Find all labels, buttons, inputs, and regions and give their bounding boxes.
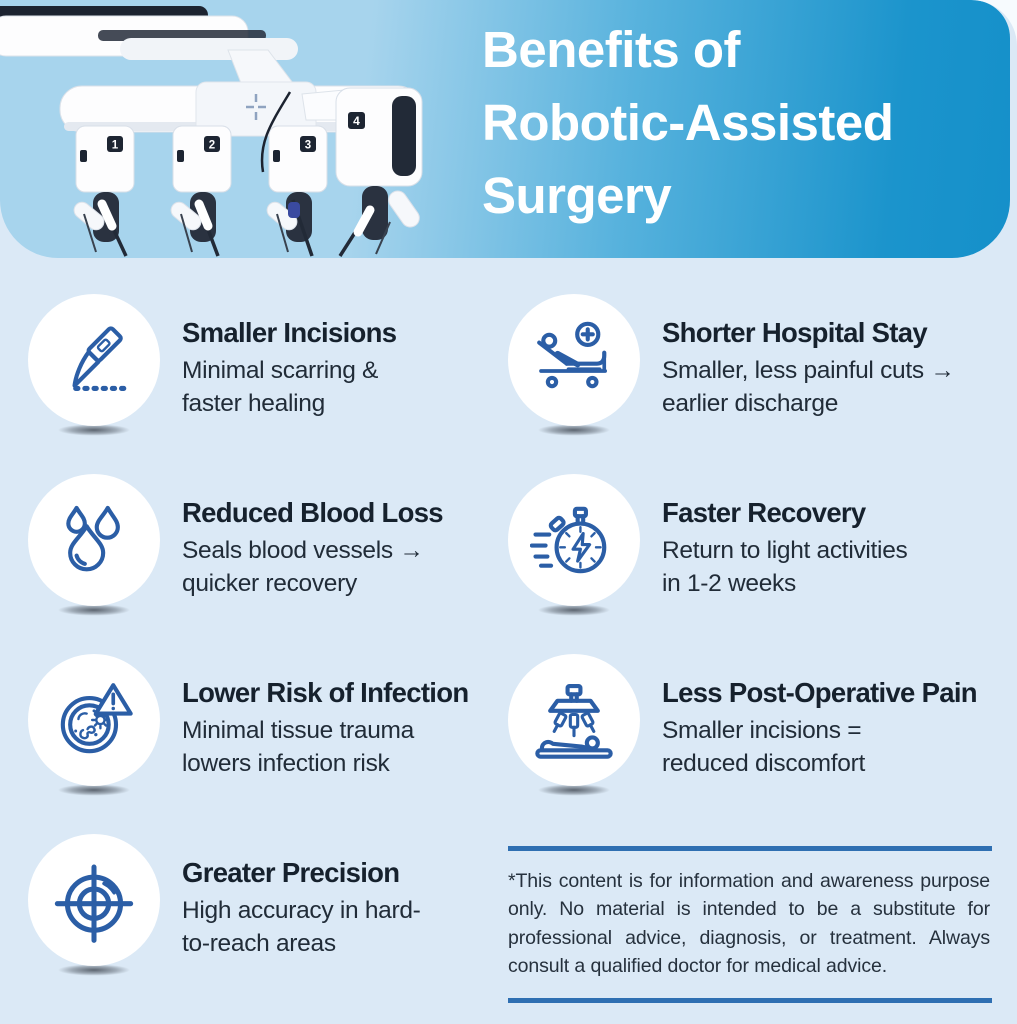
benefit-icon-circle <box>508 294 640 426</box>
benefit-icon-wrap <box>28 654 160 804</box>
benefit-item-less-post-operative-pain: Less Post-Operative Pain Smaller incisio… <box>508 654 989 834</box>
icon-shadow <box>44 782 144 798</box>
page-title: Benefits of Robotic-Assisted Surgery <box>482 21 894 224</box>
target-icon <box>54 864 134 943</box>
benefit-item-faster-recovery: Faster Recovery Return to light activiti… <box>508 474 989 654</box>
benefit-description: Minimal scarring & faster healing <box>182 357 379 417</box>
benefit-icon-wrap <box>28 834 160 984</box>
stopwatch-icon <box>530 506 607 574</box>
icon-shadow <box>44 602 144 618</box>
benefit-title: Lower Risk of Infection <box>182 677 469 708</box>
benefit-description: Return to light activities in 1-2 weeks <box>662 537 908 597</box>
benefit-description: Smaller incisions = reduced discomfort <box>662 717 865 777</box>
icon-shadow <box>524 602 624 618</box>
benefit-item-greater-precision: Greater Precision High accuracy in hard-… <box>28 834 508 1014</box>
benefit-description: Smaller, less painful cuts → earlier dis… <box>662 357 955 417</box>
benefit-description: High accuracy in hard- to-reach areas <box>182 897 421 957</box>
benefits-grid: Smaller Incisions Minimal scarring & fas… <box>0 258 1017 1014</box>
disclaimer-note: *This content is for information and awa… <box>508 846 992 1004</box>
benefit-title: Faster Recovery <box>662 497 866 528</box>
benefit-item-lower-risk-of-infection: Lower Risk of Infection Minimal tissue t… <box>28 654 508 834</box>
scalpel-icon <box>72 326 130 391</box>
icon-shadow <box>524 782 624 798</box>
benefit-title: Less Post-Operative Pain <box>662 677 978 708</box>
surgical-robot-image: 4 1 2 3 <box>0 6 423 257</box>
benefit-icon-circle <box>508 654 640 786</box>
benefit-icon-wrap <box>508 294 640 444</box>
petri-dish-icon <box>60 683 133 754</box>
benefit-icon-circle <box>28 294 160 426</box>
arm-number-1: 1 <box>112 140 119 152</box>
icon-shadow <box>524 422 624 438</box>
benefit-icon-circle <box>28 834 160 966</box>
icon-shadow <box>44 962 144 978</box>
benefit-icon-circle <box>28 654 160 786</box>
benefit-description: Minimal tissue trauma lowers infection r… <box>182 717 414 777</box>
benefit-icon-wrap <box>28 474 160 624</box>
blood-drops-icon <box>66 505 120 572</box>
benefit-icon-circle <box>28 474 160 606</box>
benefit-description: Seals blood vessels → quicker recovery <box>182 537 424 597</box>
benefit-icon-circle <box>508 474 640 606</box>
benefit-title: Smaller Incisions <box>182 317 397 348</box>
benefit-title: Reduced Blood Loss <box>182 497 444 528</box>
benefit-icon-wrap <box>508 474 640 624</box>
header-banner: 4 1 2 3 <box>0 0 1010 258</box>
hospital-bed-icon <box>537 321 607 389</box>
benefit-item-reduced-blood-loss: Reduced Blood Loss Seals blood vessels →… <box>28 474 508 654</box>
benefit-icon-wrap <box>508 654 640 804</box>
arm-number-4: 4 <box>353 114 360 128</box>
arm-number-2: 2 <box>209 140 215 152</box>
benefit-title: Shorter Hospital Stay <box>662 317 928 348</box>
benefit-icon-wrap <box>28 294 160 444</box>
icon-shadow <box>44 422 144 438</box>
benefit-item-shorter-hospital-stay: Shorter Hospital Stay Smaller, less pain… <box>508 294 989 474</box>
arm-number-3: 3 <box>305 140 311 152</box>
surgical-robot-icon <box>535 684 613 759</box>
benefit-item-smaller-incisions: Smaller Incisions Minimal scarring & fas… <box>28 294 508 474</box>
benefit-title: Greater Precision <box>182 857 400 888</box>
